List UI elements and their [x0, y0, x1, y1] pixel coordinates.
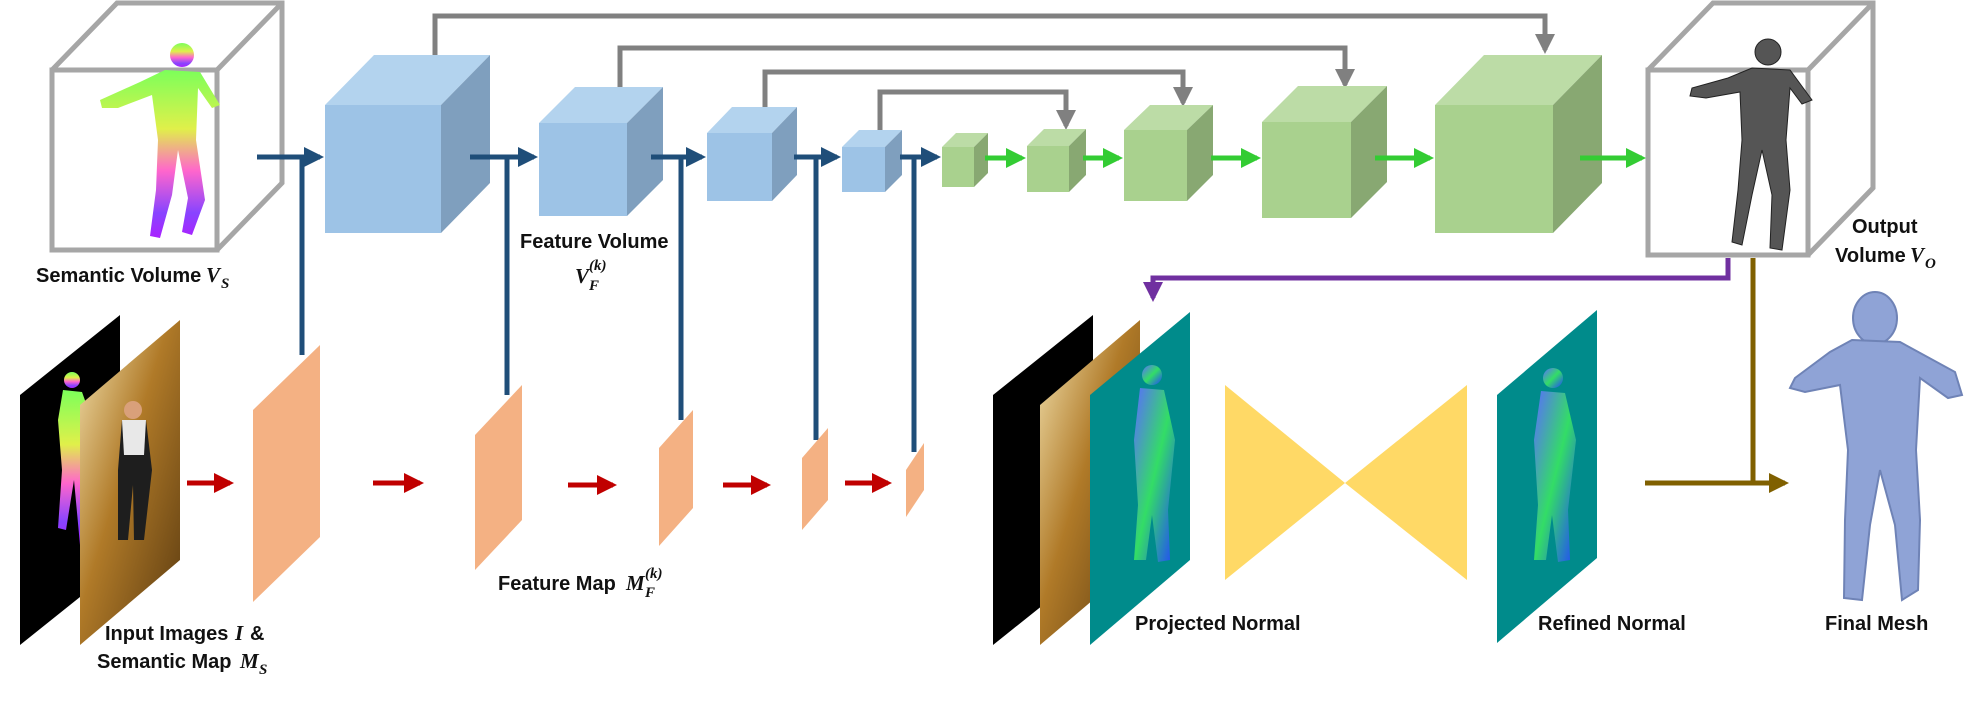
projected-normal-figure [1134, 365, 1175, 562]
feature-map-1 [253, 345, 320, 602]
semantic-map-symbol: M [239, 649, 260, 673]
decoder-cube-1 [942, 133, 988, 187]
voxel-human-figure-icon [1689, 38, 1813, 251]
output-volume-label-line1: Output [1852, 216, 1918, 238]
encoder-cube-3 [707, 107, 797, 201]
refined-normal-figure [1534, 368, 1576, 562]
feature-map-label: Feature Map [498, 573, 616, 595]
feature-map-symbol: M [625, 571, 646, 595]
feature-map-4 [802, 428, 828, 530]
feature-volume-superscript: (k) [589, 258, 607, 274]
encoder-cube-1 [325, 55, 490, 233]
input-images-label: Input Images [105, 623, 228, 645]
input-images-stack [20, 315, 180, 645]
hourglass-network [1225, 385, 1467, 580]
decoder-cube-5 [1435, 55, 1602, 233]
semantic-volume-subscript: S [221, 276, 229, 292]
final-mesh-arrows [1645, 258, 1789, 493]
feature-volume-subscript: F [588, 278, 599, 294]
semantic-volume-symbol: V [206, 263, 222, 287]
output-volume-label-line2: Volume [1835, 245, 1906, 267]
output-volume-subscript: O [1925, 256, 1936, 272]
skip-connection-2 [617, 45, 1355, 89]
refined-normal-panel [1497, 310, 1597, 643]
human-mesh-icon [1788, 291, 1964, 602]
semantic-map-label: Semantic Map [97, 651, 231, 673]
final-mesh-label: Final Mesh [1825, 613, 1928, 635]
output-volume-symbol: V [1910, 243, 1926, 267]
output-volume-box [1645, 0, 1876, 258]
feature-map-5 [906, 443, 924, 517]
encoder-cube-4 [842, 130, 902, 192]
semantic-map-subscript: S [259, 662, 267, 678]
projected-normal-label: Projected Normal [1135, 613, 1301, 635]
decoder-cube-2 [1027, 129, 1086, 192]
projected-normal-stack [993, 312, 1190, 645]
feature-map-chain-arrows [187, 473, 892, 495]
skip-connections [432, 13, 1555, 130]
colored-human-figure-icon [100, 43, 220, 238]
feature-map-subscript: F [644, 585, 655, 601]
refined-normal-label: Refined Normal [1538, 613, 1686, 635]
feature-volume-symbol: V [575, 264, 591, 288]
input-photo-figure [118, 401, 152, 540]
projection-arrow [1143, 258, 1731, 302]
skip-connection-4 [877, 89, 1076, 130]
feature-maps [253, 345, 924, 602]
feature-map-connections [299, 157, 917, 452]
input-images-ampersand: & [250, 623, 264, 645]
feature-map-superscript: (k) [645, 566, 663, 582]
input-images-symbol: I [234, 621, 244, 645]
encoder-cube-2 [539, 87, 663, 216]
decoder-cube-3 [1124, 105, 1213, 201]
skip-connection-3 [762, 69, 1193, 107]
feature-map-3 [659, 410, 693, 546]
feature-volume-label: Feature Volume [520, 231, 669, 253]
semantic-volume-label: Semantic Volume [36, 265, 201, 287]
semantic-volume-box [49, 0, 285, 253]
decoder-cube-4 [1262, 86, 1387, 218]
feature-map-2 [475, 385, 522, 570]
skip-connection-1 [432, 13, 1555, 55]
